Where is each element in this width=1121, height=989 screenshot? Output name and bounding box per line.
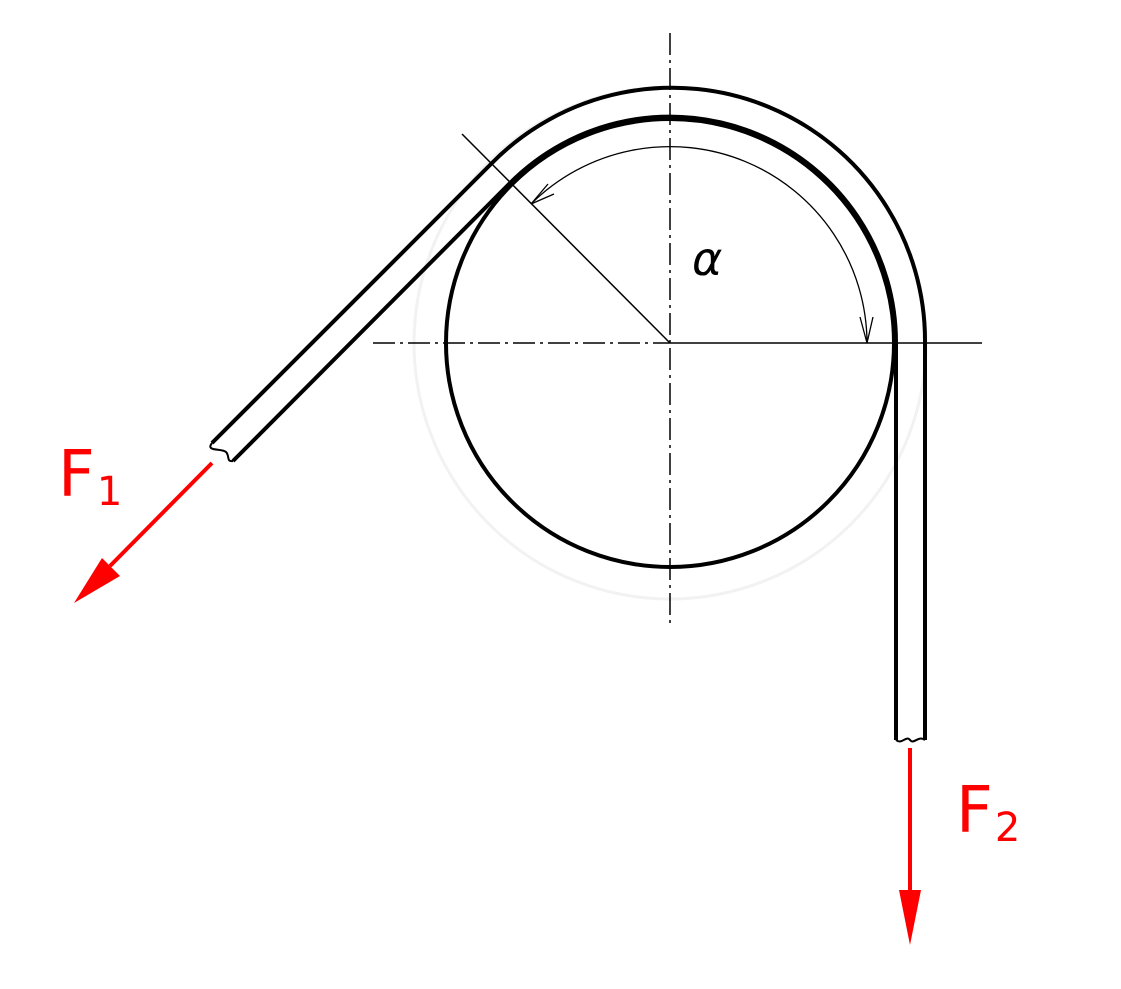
angle-arrowhead-right (859, 316, 874, 344)
belt-break-right (895, 737, 926, 743)
force1-label: F1 (58, 438, 122, 515)
force1-arrow-shaft (108, 461, 214, 568)
angle-arrowhead-left (530, 183, 555, 205)
angle-dimension-arc (530, 145, 868, 344)
force2-label: F2 (956, 774, 1020, 851)
angle-radius-line (461, 133, 671, 344)
belt-break-left (209, 442, 234, 463)
belt-outer-edge (210, 85, 928, 740)
force2-arrowhead (899, 890, 921, 945)
angle-label: α (692, 232, 722, 286)
force1-arrowhead (74, 558, 120, 603)
belt-inner-edge (231, 114, 899, 740)
